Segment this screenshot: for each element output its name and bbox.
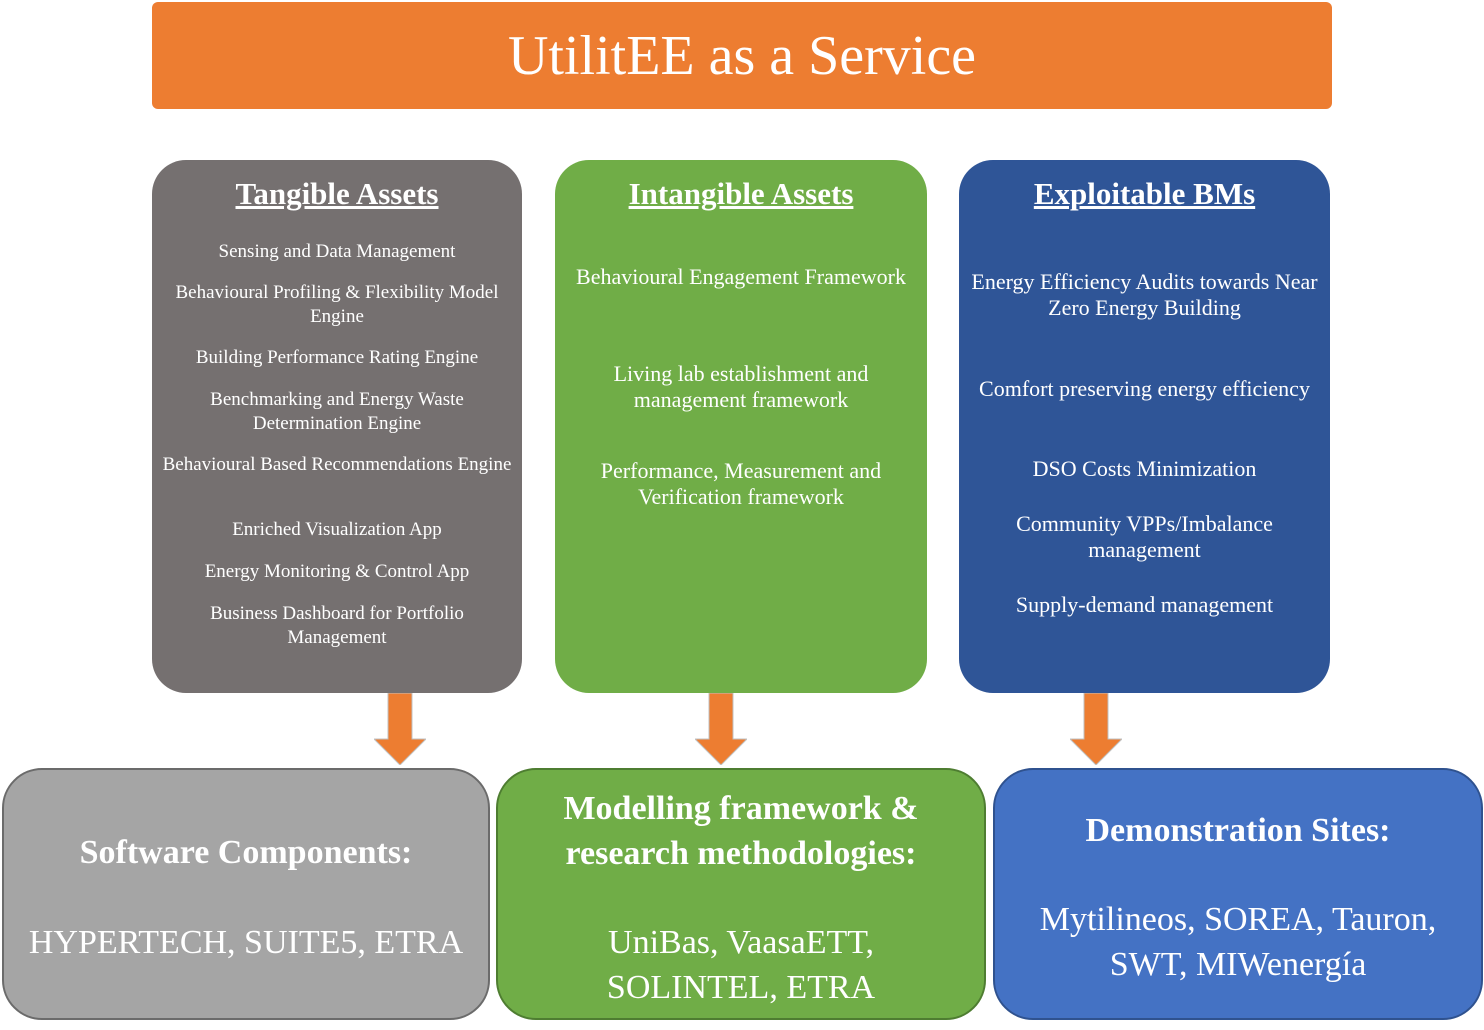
- down-arrow-icon: [1070, 693, 1122, 765]
- tangible-item: Building Performance Rating Engine: [195, 347, 479, 368]
- intangible-item: Behavioural Engagement Framework: [576, 264, 906, 289]
- software-components-title: Software Components:: [79, 834, 413, 871]
- tangible-item: Enriched Visualization App: [232, 519, 442, 540]
- tangible-assets-box: Tangible Assets Sensing and Data Managem…: [152, 160, 522, 693]
- bm-item: Comfort preserving energy efficiency: [979, 376, 1310, 401]
- modelling-framework-box: Modelling framework & research methodolo…: [496, 768, 986, 1020]
- modelling-framework-title-line: research methodologies:: [565, 835, 917, 872]
- modelling-framework-title-line: Modelling framework &: [563, 790, 919, 827]
- intangible-item: Living lab establishment and management …: [613, 361, 869, 412]
- tangible-item: Behavioural Profiling & Flexibility Mode…: [175, 282, 499, 327]
- modelling-framework-partners-line: SOLINTEL, ETRA: [606, 969, 876, 1006]
- down-arrow-icon: [374, 693, 426, 765]
- intangible-item: Performance, Measurement and Verificatio…: [600, 458, 882, 509]
- bm-item: Energy Efficiency Audits towards Near Ze…: [971, 269, 1318, 320]
- intangible-assets-box: Intangible Assets Behavioural Engagement…: [555, 160, 927, 693]
- tangible-item: Benchmarking and Energy Waste Determinat…: [210, 389, 464, 434]
- exploitable-bms-box: Exploitable BMs Energy Efficiency Audits…: [959, 160, 1330, 693]
- down-arrow-icon: [695, 693, 747, 765]
- tangible-item: Sensing and Data Management: [218, 241, 456, 262]
- software-components-partners: HYPERTECH, SUITE5, ETRA: [28, 924, 464, 961]
- demonstration-sites-line: Mytilineos, SOREA, Tauron,: [1039, 901, 1437, 938]
- tangible-assets-title: Tangible Assets: [235, 176, 439, 211]
- demonstration-sites-title: Demonstration Sites:: [1085, 812, 1391, 849]
- banner-title: UtilitEE as a Service: [507, 24, 977, 87]
- tangible-item: Business Dashboard for Portfolio Managem…: [210, 603, 464, 648]
- demonstration-sites-line: SWT, MIWenergía: [1109, 946, 1367, 983]
- bm-item: DSO Costs Minimization: [1032, 456, 1257, 481]
- bm-item: Community VPPs/Imbalance management: [1016, 511, 1273, 562]
- modelling-framework-partners-line: UniBas, VaasaETT,: [608, 924, 874, 961]
- intangible-assets-title: Intangible Assets: [628, 176, 854, 211]
- tangible-item: Behavioural Based Recommendations Engine: [162, 454, 512, 475]
- exploitable-bms-title: Exploitable BMs: [1033, 176, 1256, 211]
- tangible-item: Energy Monitoring & Control App: [204, 561, 470, 582]
- bm-item: Supply-demand management: [1015, 592, 1274, 617]
- software-components-box: Software Components: HYPERTECH, SUITE5, …: [2, 768, 490, 1020]
- demonstration-sites-box: Demonstration Sites: Mytilineos, SOREA, …: [993, 768, 1483, 1020]
- title-banner: UtilitEE as a Service: [152, 2, 1332, 109]
